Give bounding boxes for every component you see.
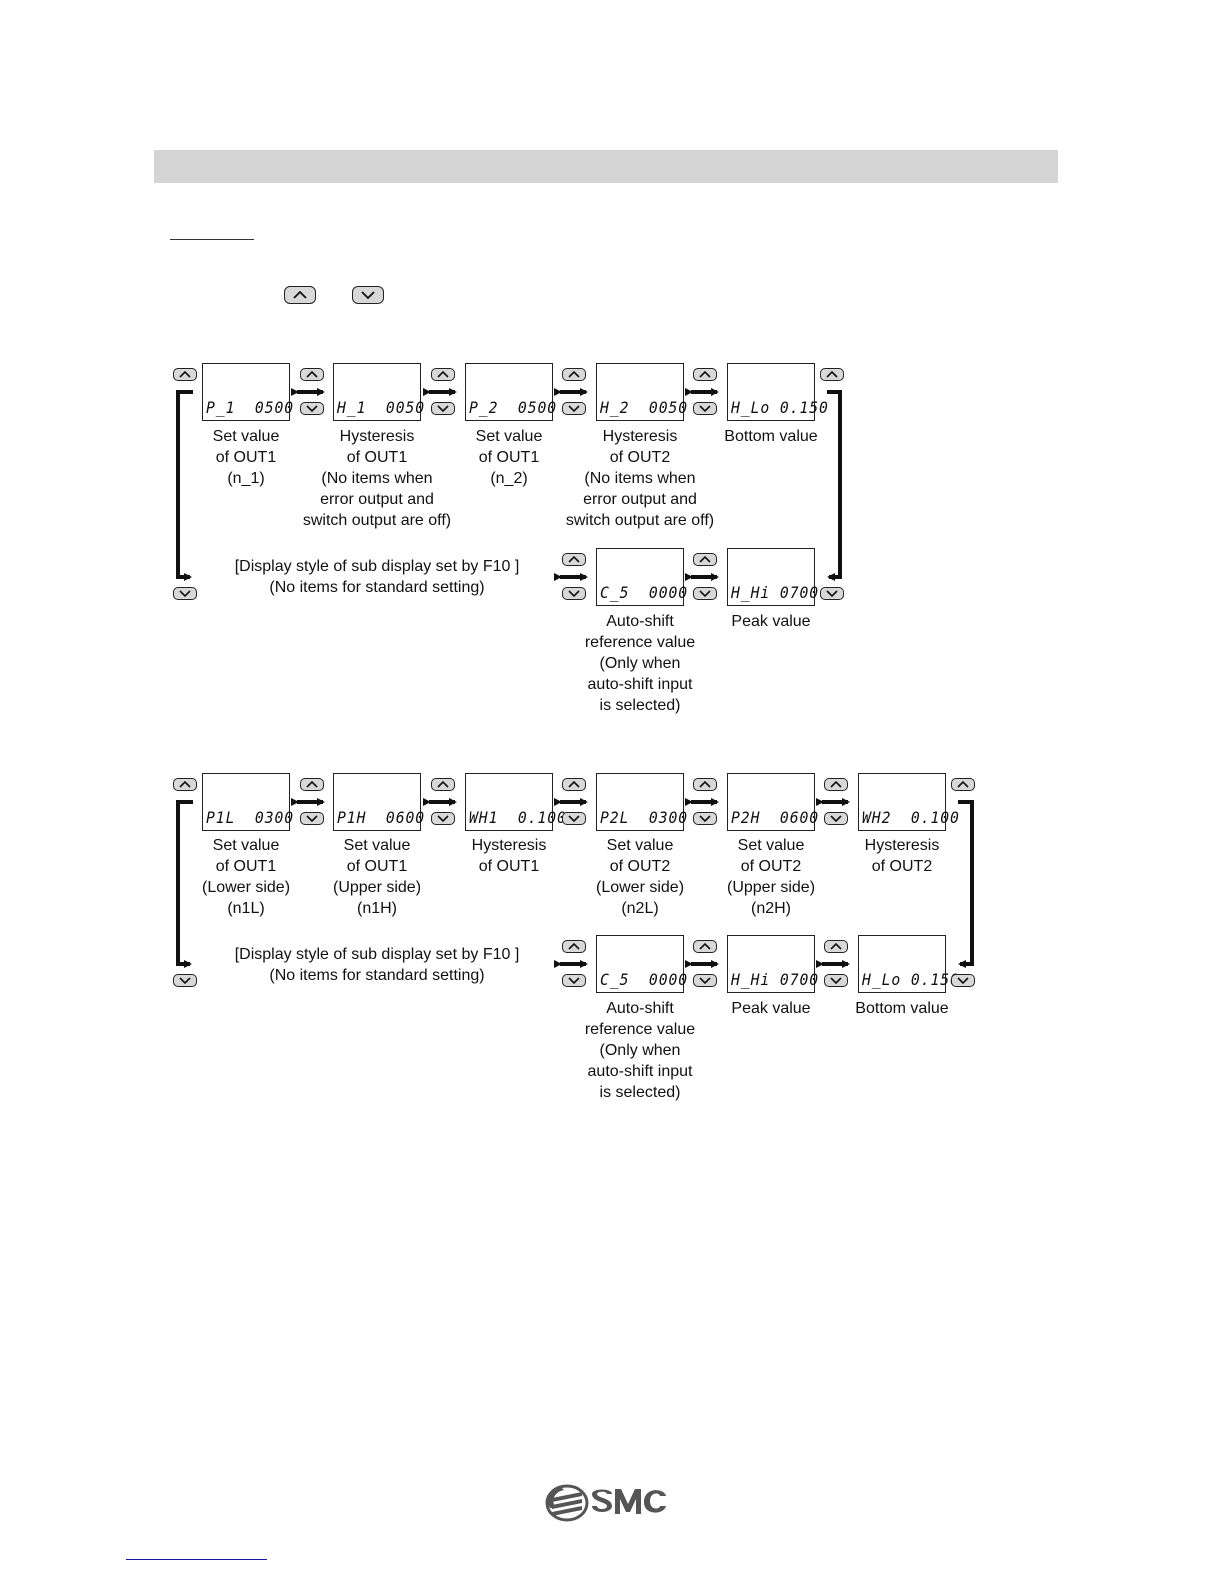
down-button-icon	[173, 974, 197, 987]
screen-label: Auto-shift reference value (Only when au…	[584, 613, 696, 714]
up-button-icon	[173, 778, 197, 791]
down-button-icon	[693, 587, 717, 600]
down-button-icon	[562, 402, 586, 415]
screen-label: Set value of OUT1 (Lower side) (n1L)	[201, 837, 291, 917]
lcd-screen: H_Hi 0700	[727, 935, 818, 993]
lcd-screen: P_2 0500	[465, 363, 556, 421]
up-button-icon	[951, 778, 975, 791]
lcd-screen: C_5 0000	[596, 548, 687, 606]
up-button-icon	[300, 368, 324, 381]
sub-display-note: [Display style of sub display set by F10…	[234, 558, 520, 596]
up-button-icon	[562, 940, 586, 953]
screen-label: Set value of OUT2 (Lower side) (n2L)	[595, 837, 685, 917]
down-button-icon	[300, 402, 324, 415]
down-button-icon	[300, 812, 324, 825]
lcd-screen: H_Hi 0700	[727, 548, 818, 606]
section-header-bar	[154, 150, 1058, 183]
lcd-screen: P2L 0300	[596, 773, 687, 831]
lcd-screen: H_1 0050	[333, 363, 424, 421]
lcd-screen: P2H 0600	[727, 773, 818, 831]
screen-label: Set value of OUT1 (Upper side) (n1H)	[332, 837, 422, 917]
down-button-icon	[693, 812, 717, 825]
down-button-icon	[820, 587, 844, 600]
footer-link-underline	[126, 1559, 267, 1560]
screen-label: Hysteresis of OUT1 (No items when error …	[302, 428, 452, 529]
up-button-icon	[824, 940, 848, 953]
down-button-icon	[431, 812, 455, 825]
screen-label: Bottom value	[855, 1000, 949, 1017]
up-button-icon	[173, 368, 197, 381]
down-button-icon	[693, 402, 717, 415]
subheading-underline	[170, 239, 254, 240]
screen-label: Peak value	[731, 613, 811, 630]
lcd-screen: P1H 0600	[333, 773, 424, 831]
up-button-icon	[693, 553, 717, 566]
screen-label: Bottom value	[724, 428, 818, 445]
down-button-icon	[824, 974, 848, 987]
down-button-icon	[562, 587, 586, 600]
lcd-screen: WH2 0.100	[858, 773, 959, 831]
down-button-icon	[562, 974, 586, 987]
screen-label: Set value of OUT1 (n_2)	[475, 428, 543, 487]
down-button-icon	[352, 286, 384, 304]
smc-logo	[545, 1484, 666, 1522]
down-button-icon	[431, 402, 455, 415]
up-button-icon	[693, 940, 717, 953]
screen-label: Set value of OUT1 (n_1)	[212, 428, 280, 487]
up-button-icon	[693, 778, 717, 791]
lcd-screen: H_Lo 0.150	[858, 935, 959, 993]
up-button-icon	[562, 778, 586, 791]
up-button-icon	[431, 368, 455, 381]
up-button-icon	[431, 778, 455, 791]
lcd-screen: C_5 0000	[596, 935, 687, 993]
up-button-icon	[824, 778, 848, 791]
sub-display-note: [Display style of sub display set by F10…	[234, 946, 520, 984]
lcd-screen: P1L 0300	[202, 773, 293, 831]
up-button-icon	[562, 553, 586, 566]
down-button-icon	[693, 974, 717, 987]
lcd-screen: H_Lo 0.150	[727, 363, 828, 421]
screen-label: Hysteresis of OUT2 (No items when error …	[565, 428, 715, 529]
screen-label: Hysteresis of OUT2	[864, 837, 940, 875]
screen-label: Peak value	[731, 1000, 811, 1017]
up-button-icon	[820, 368, 844, 381]
screen-label: Hysteresis of OUT1	[471, 837, 547, 875]
down-button-icon	[824, 812, 848, 825]
up-button-icon	[693, 368, 717, 381]
down-button-icon	[173, 587, 197, 600]
up-button-icon	[562, 368, 586, 381]
up-button-icon	[300, 778, 324, 791]
screen-label: Auto-shift reference value (Only when au…	[584, 1000, 696, 1101]
lcd-screen: WH1 0.100	[465, 773, 566, 831]
down-button-icon	[562, 812, 586, 825]
down-button-icon	[951, 974, 975, 987]
lcd-screen: H_2 0050	[596, 363, 687, 421]
screen-label: Set value of OUT2 (Upper side) (n2H)	[726, 837, 816, 917]
lcd-screen: P_1 0500	[202, 363, 293, 421]
up-button-icon	[284, 286, 316, 304]
